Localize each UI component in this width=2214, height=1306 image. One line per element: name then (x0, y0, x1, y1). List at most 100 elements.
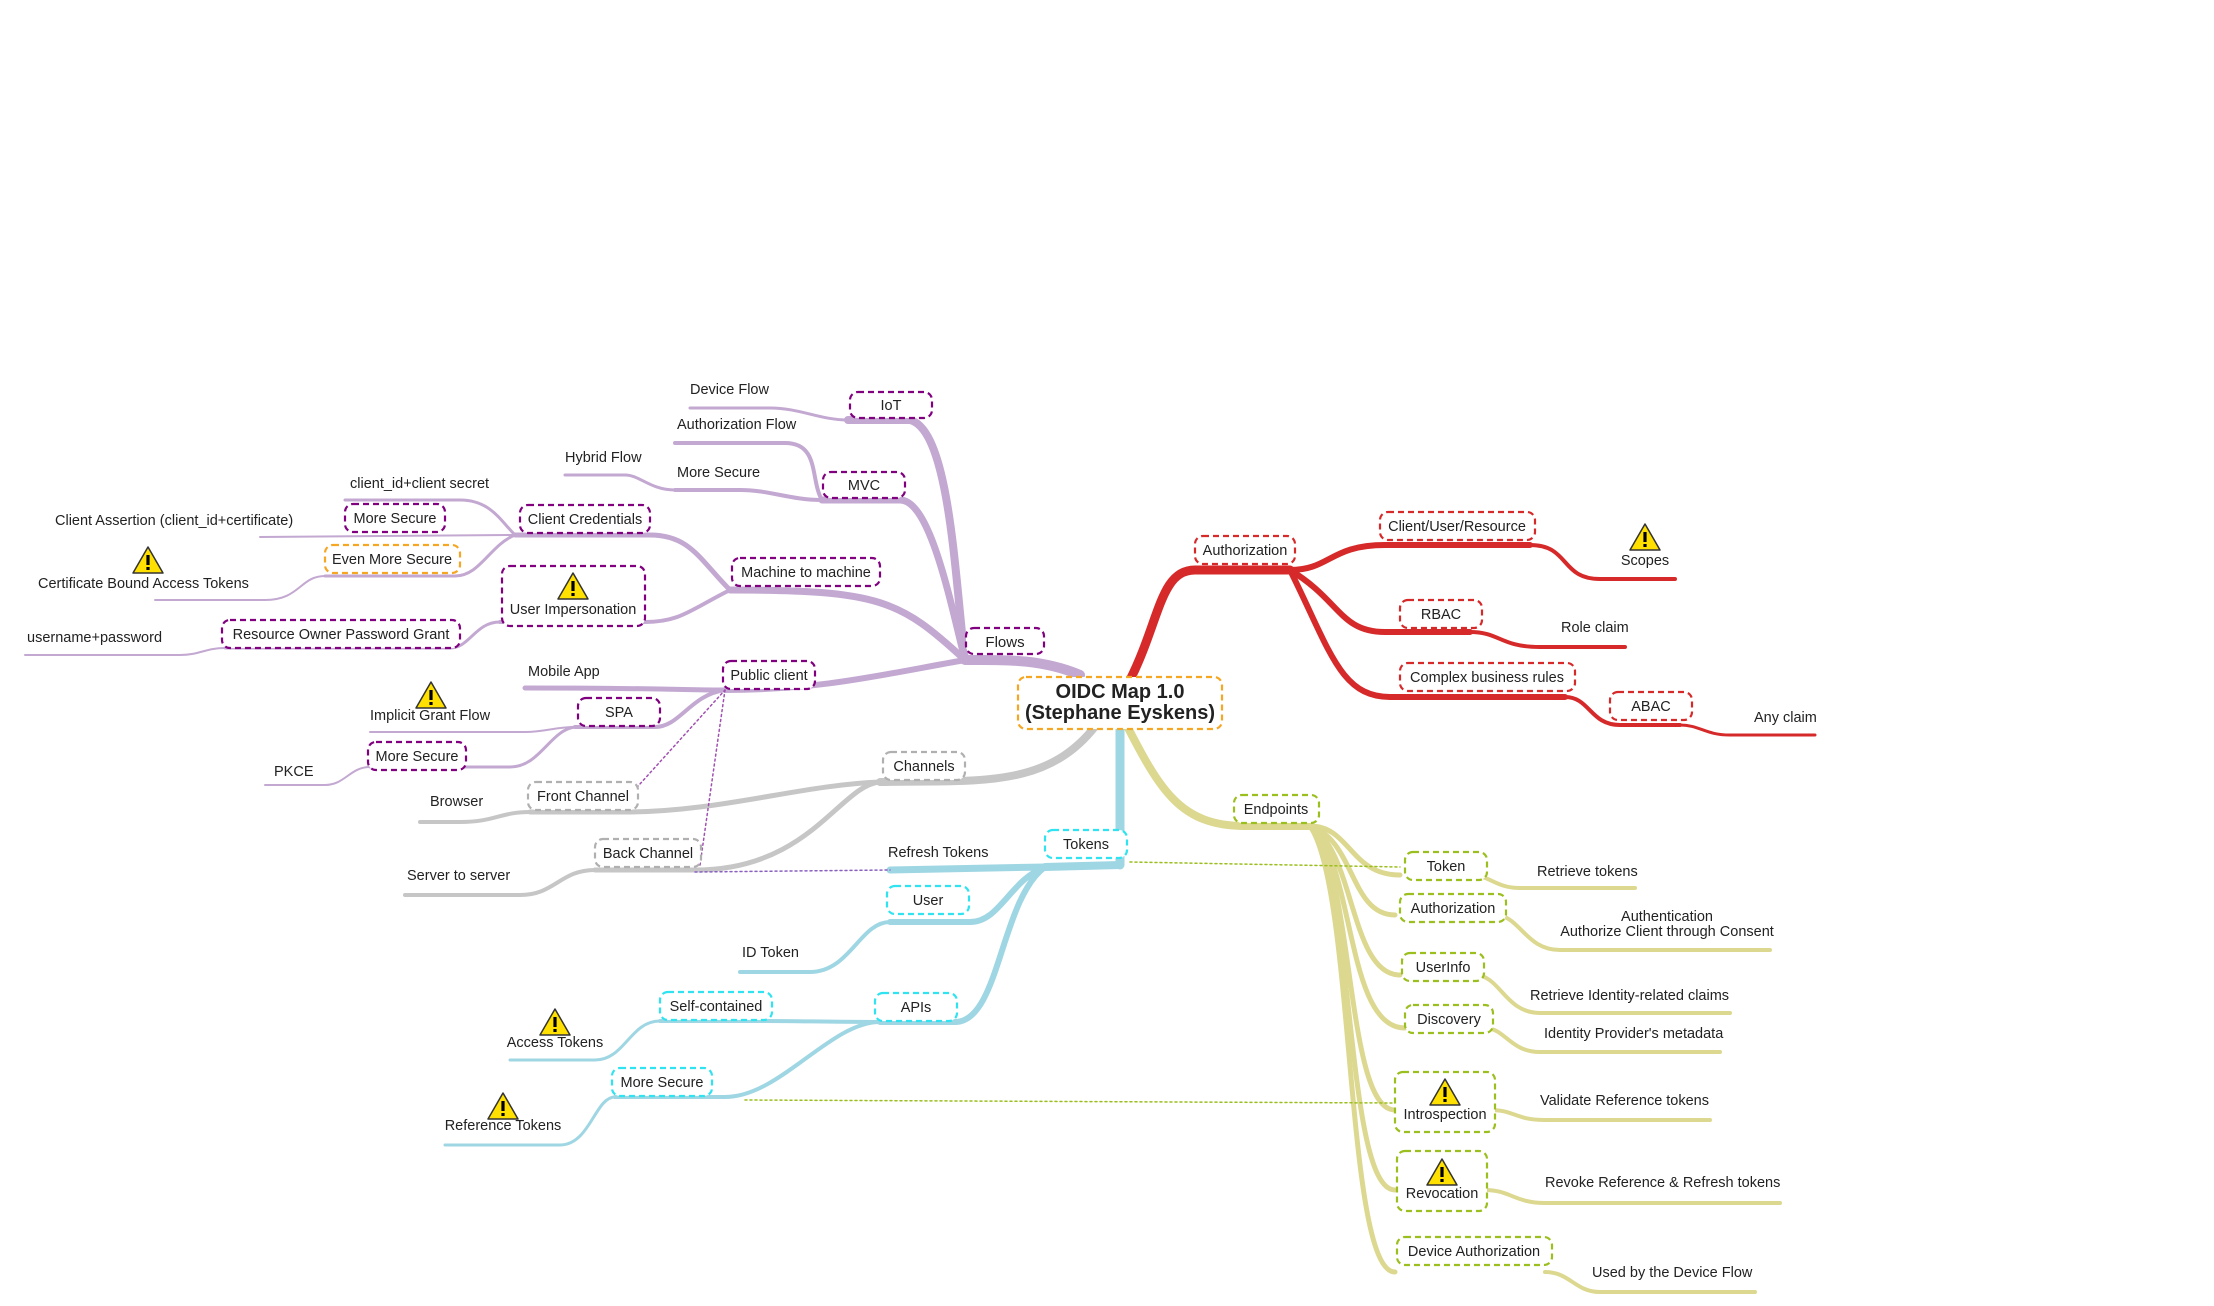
line-cc-evenmore (323, 533, 517, 578)
line-machine-impersonation (498, 588, 732, 624)
text-username-password: username+password (27, 630, 162, 646)
relation-front-public (629, 689, 726, 796)
node-authorization-label: Authorization (1203, 543, 1288, 559)
node-ropg-label: Resource Owner Password Grant (233, 627, 450, 643)
node-endpoints[interactable]: Endpoints (1232, 793, 1321, 825)
line-tokens-apis (877, 864, 1048, 1025)
node-ep-userinfo-label: UserInfo (1416, 960, 1471, 976)
line-authz-cur (1287, 542, 1533, 573)
node-iot[interactable]: IoT (848, 390, 934, 420)
node-ropg[interactable]: Resource Owner Password Grant (220, 618, 462, 650)
line-ep-token (1307, 823, 1403, 878)
node-ep-device-authorization[interactable]: Device Authorization (1395, 1235, 1554, 1267)
line-flows-iot (844, 416, 969, 664)
line-machine-cc (512, 532, 733, 593)
node-token-user[interactable]: User (885, 884, 971, 916)
line-moresecure-hybrid (563, 473, 677, 492)
node-abac[interactable]: ABAC (1608, 690, 1694, 722)
node-self-contained[interactable]: Self-contained (658, 990, 774, 1022)
line-complex-abac (1563, 695, 1682, 727)
node-machine-to-machine[interactable]: Machine to machine (730, 556, 882, 588)
node-ep-revocation-label: Revocation (1406, 1186, 1479, 1202)
text-browser: Browser (430, 794, 483, 810)
line-spa-moresecure (368, 725, 577, 769)
line-rbac-role (1468, 630, 1627, 649)
node-channels[interactable]: Channels (881, 750, 967, 782)
line-mvc-authflow (673, 441, 824, 502)
node-flows[interactable]: Flows (964, 626, 1046, 656)
node-spa-label: SPA (605, 705, 633, 721)
line-channels-back (592, 779, 883, 873)
node-authorization[interactable]: Authorization (1193, 534, 1297, 566)
node-iot-label: IoT (881, 398, 902, 414)
node-spa[interactable]: SPA (576, 696, 662, 728)
node-token-apis[interactable]: APIs (873, 991, 959, 1023)
node-rbac[interactable]: RBAC (1398, 598, 1484, 630)
text-refresh-tokens: Refresh Tokens (888, 845, 988, 861)
node-cc-more-secure-label: More Secure (353, 511, 436, 527)
text-retrieve-tokens: Retrieve tokens (1537, 864, 1638, 880)
node-token-more-secure[interactable]: More Secure (610, 1066, 714, 1098)
text-pkce: PKCE (274, 764, 314, 780)
node-complex-business-rules[interactable]: Complex business rules (1398, 661, 1577, 693)
node-endpoints-label: Endpoints (1244, 802, 1309, 818)
line-cc-moresecure (343, 498, 517, 537)
line-authz-rbac (1287, 567, 1473, 635)
node-ep-authorization-label: Authorization (1411, 901, 1496, 917)
relation-reference-introspection (744, 1099, 1396, 1104)
node-cc-more-secure[interactable]: More Secure (343, 502, 447, 534)
node-client-user-resource[interactable]: Client/User/Resource (1378, 510, 1537, 542)
node-ep-token[interactable]: Token (1403, 850, 1489, 882)
warning-icon (415, 681, 447, 709)
line-front-browser (418, 810, 532, 824)
branch-lines (24, 406, 1817, 1294)
line-public-mobile (522, 685, 728, 693)
line-mvc-moresecure (673, 488, 824, 502)
node-client-credentials[interactable]: Client Credentials (518, 503, 652, 535)
node-ep-token-label: Token (1427, 859, 1466, 875)
line-flows-machine (726, 586, 969, 664)
line-root-endpoints (1121, 718, 1314, 830)
warning-icon (487, 1092, 519, 1120)
node-back-channel[interactable]: Back Channel (593, 837, 703, 869)
node-rbac-label: RBAC (1421, 607, 1461, 623)
line-moresecure-pkce (264, 766, 371, 786)
node-token-more-secure-label: More Secure (620, 1075, 703, 1091)
warning-icon (539, 1008, 571, 1036)
node-back-channel-label: Back Channel (603, 846, 693, 862)
text-role-claim: Role claim (1561, 620, 1629, 636)
node-mvc[interactable]: MVC (821, 470, 907, 500)
line-apis-selfcontained (658, 1019, 882, 1024)
node-front-channel[interactable]: Front Channel (526, 780, 640, 812)
line-apis-moresecure (613, 1020, 882, 1099)
line-abac-anyclaim (1678, 723, 1817, 737)
text-any-claim: Any claim (1754, 710, 1817, 726)
text-retrieve-claims: Retrieve Identity-related claims (1530, 988, 1729, 1004)
node-tokens-label: Tokens (1063, 837, 1109, 853)
node-even-more-secure[interactable]: Even More Secure (323, 543, 462, 575)
warning-icon (557, 572, 589, 600)
line-more-reference (443, 1095, 617, 1147)
line-self-access (508, 1019, 662, 1062)
node-ep-userinfo[interactable]: UserInfo (1400, 951, 1486, 983)
text-authorize-consent: Authorize Client through Consent (1560, 924, 1774, 940)
node-cur-label: Client/User/Resource (1388, 519, 1526, 535)
node-ep-authorization[interactable]: Authorization (1398, 892, 1508, 924)
line-device-desc (1543, 1270, 1757, 1294)
node-spa-more-secure[interactable]: More Secure (366, 740, 468, 772)
text-mobile-app: Mobile App (528, 664, 600, 680)
node-mvc-label: MVC (848, 478, 880, 494)
text-client-assertion: Client Assertion (client_id+certificate) (55, 513, 293, 529)
line-cur-scopes (1528, 543, 1677, 581)
text-certificate-bound: Certificate Bound Access Tokens (38, 576, 249, 592)
text-authorization-flow: Authorization Flow (677, 417, 797, 433)
node-ep-discovery[interactable]: Discovery (1403, 1003, 1495, 1035)
line-flows-mvc (818, 496, 969, 664)
root-node[interactable]: OIDC Map 1.0 (Stephane Eyskens) (1016, 675, 1224, 731)
node-public-client[interactable]: Public client (721, 659, 817, 691)
relation-back-public (699, 689, 726, 866)
relation-tokens-token (1129, 861, 1401, 868)
line-back-server (403, 868, 597, 897)
node-tokens[interactable]: Tokens (1043, 828, 1129, 860)
line-root-channels (876, 716, 1104, 786)
